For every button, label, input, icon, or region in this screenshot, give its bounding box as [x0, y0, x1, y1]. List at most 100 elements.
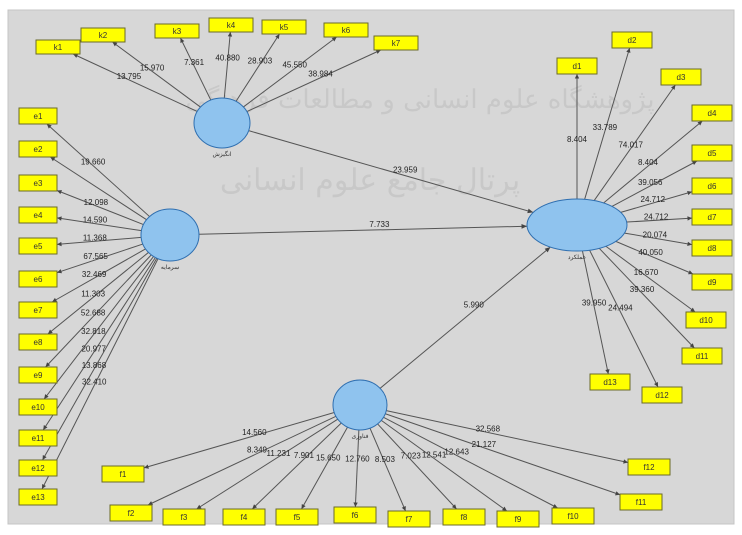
- loading-arrow-e1: [46, 124, 52, 129]
- indicator-label-d13: d13: [603, 378, 617, 387]
- loading-arrow-f1: [144, 464, 149, 469]
- indicator-box-f10: [551, 507, 595, 525]
- indicator-label-f4: f4: [241, 513, 248, 522]
- indicator-label-k6: k6: [342, 26, 351, 35]
- loading-arrow-d9: [688, 270, 694, 275]
- indicator-label-d10: d10: [699, 316, 713, 325]
- construct-label-D: عملکرد: [568, 254, 586, 261]
- loading-edge-e11: [42, 257, 156, 431]
- indicator-box-e1: [18, 107, 58, 125]
- loading-value-d1: 8.404: [567, 135, 588, 144]
- loading-value-k6: 45.550: [282, 60, 307, 69]
- watermark-line-1: پژوهشگاه علوم انسانی و مطالعات فرهنگی: [185, 84, 654, 115]
- loading-value-f6: 12.760: [345, 454, 370, 463]
- indicator-label-f8: f8: [461, 513, 468, 522]
- watermark: پژوهشگاه علوم انسانی و مطالعات فرهنگی پر…: [185, 84, 654, 198]
- loading-value-e9: 52.688: [81, 309, 106, 318]
- loading-edge-d11: [598, 247, 695, 349]
- loading-value-k3: 7.361: [184, 58, 205, 67]
- indicator-box-d9: [691, 273, 733, 291]
- loading-arrow-k7: [375, 49, 381, 54]
- indicator-box-e5: [18, 237, 58, 255]
- loading-edge-e10: [43, 256, 154, 400]
- loading-edge-e13: [41, 258, 159, 490]
- loading-value-f4: 7.901: [294, 451, 315, 460]
- indicator-label-d2: d2: [628, 36, 637, 45]
- path-coefficient-E-D: 7.733: [369, 220, 390, 229]
- indicator-label-f6: f6: [352, 511, 359, 520]
- loading-arrow-e2: [50, 157, 56, 162]
- canvas-background: [7, 9, 735, 525]
- loading-value-d4: 8.404: [638, 158, 659, 167]
- loading-value-f9: 12.541: [422, 450, 447, 459]
- indicator-box-f8: [442, 508, 486, 526]
- indicator-box-d6: [691, 177, 733, 195]
- loading-edge-d5: [611, 160, 698, 207]
- indicator-label-f1: f1: [120, 470, 127, 479]
- loading-arrow-d3: [671, 85, 676, 90]
- construct-D: [526, 198, 628, 252]
- construct-K: [193, 97, 251, 149]
- loading-arrow-e6: [57, 269, 62, 274]
- indicator-box-d2: [611, 31, 653, 49]
- loading-value-d6: 24.712: [641, 195, 666, 204]
- indicator-box-d1: [556, 57, 598, 75]
- loading-edge-f6: [354, 429, 360, 508]
- indicator-box-d11: [681, 347, 723, 365]
- indicator-box-f4: [222, 508, 266, 526]
- loading-value-k4: 40.880: [215, 54, 240, 63]
- indicator-label-e12: e12: [31, 464, 45, 473]
- loading-arrow-k2: [112, 42, 118, 47]
- indicator-box-e6: [18, 270, 58, 288]
- loading-value-f7: 8.503: [375, 455, 396, 464]
- loading-edge-e7: [51, 248, 146, 303]
- loading-value-e8: 11.303: [81, 289, 105, 298]
- loading-arrow-d1: [574, 74, 580, 79]
- loading-edge-d8: [624, 232, 693, 246]
- indicator-box-k7: [373, 35, 419, 51]
- indicator-label-f10: f10: [567, 512, 579, 521]
- indicator-label-d1: d1: [573, 62, 582, 71]
- loading-value-e11: 20.977: [81, 344, 106, 353]
- loading-value-f8: 7.023: [401, 452, 422, 461]
- indicator-label-d5: d5: [708, 149, 717, 158]
- loading-arrow-k3: [180, 38, 185, 43]
- loading-arrow-f8: [451, 504, 457, 509]
- indicator-label-d11: d11: [696, 352, 709, 361]
- loading-value-d10: 16.670: [634, 268, 659, 277]
- indicator-label-e7: e7: [34, 306, 43, 315]
- loading-arrow-d13: [605, 369, 610, 374]
- loading-arrow-d10: [690, 307, 696, 312]
- indicator-box-e3: [18, 174, 58, 192]
- loading-arrow-d11: [689, 343, 695, 348]
- indicator-label-f9: f9: [515, 515, 522, 524]
- indicator-label-e13: e13: [31, 493, 45, 502]
- indicator-box-d10: [685, 311, 727, 329]
- loading-value-e1: 19.660: [81, 158, 106, 167]
- indicator-label-e8: e8: [34, 338, 43, 347]
- loading-edge-f5: [301, 426, 348, 510]
- indicator-box-k3: [154, 23, 200, 39]
- indicator-box-e10: [18, 398, 58, 416]
- loading-value-e5: 11.368: [83, 233, 107, 242]
- loading-edge-d2: [584, 47, 631, 200]
- nodes-layer: [18, 17, 733, 528]
- indicator-label-k3: k3: [173, 27, 182, 36]
- loading-arrow-k4: [227, 32, 233, 37]
- indicator-label-f5: f5: [294, 513, 301, 522]
- indicator-label-d8: d8: [708, 244, 717, 253]
- loading-value-e6: 67.565: [83, 252, 108, 261]
- indicator-box-e13: [18, 488, 58, 506]
- loading-edge-d9: [615, 240, 694, 275]
- loading-edge-e2: [50, 156, 147, 221]
- construct-E: [140, 208, 200, 262]
- arrowhead-K-D: [527, 208, 534, 214]
- loading-edge-k4: [223, 31, 231, 99]
- path-coefficient-F-D: 5.990: [464, 301, 485, 310]
- loading-arrow-e11: [43, 425, 48, 430]
- indicator-label-k5: k5: [280, 23, 289, 32]
- loading-arrow-e13: [42, 484, 46, 489]
- loading-arrow-e8: [47, 329, 53, 334]
- indicator-box-f6: [333, 506, 377, 524]
